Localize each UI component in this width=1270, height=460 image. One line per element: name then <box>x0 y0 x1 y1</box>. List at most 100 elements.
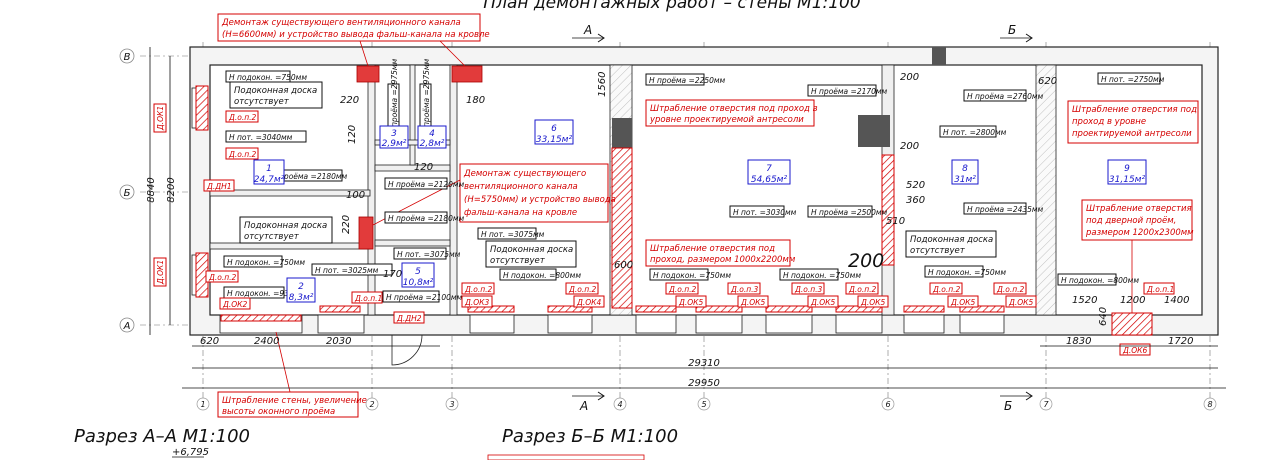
svg-text:Демонтаж существующего: Демонтаж существующего <box>463 169 586 179</box>
axis-letter-v: В <box>119 48 135 64</box>
svg-text:Н проёма =2120мм: Н проёма =2120мм <box>388 180 465 189</box>
svg-text:120: 120 <box>347 125 358 144</box>
height-tag: Н подокон. =930мм <box>223 286 305 299</box>
room-labels: 124,7м² 28,3м² 32,9м² 42,8м² 510,8м² 633… <box>253 119 1147 303</box>
svg-text:А: А <box>583 23 592 37</box>
svg-text:Н подокон. =750мм: Н подокон. =750мм <box>783 271 861 280</box>
svg-text:Д.ДН2: Д.ДН2 <box>396 314 422 323</box>
svg-text:200: 200 <box>900 141 919 152</box>
height-tag: Н проёма =2760мм <box>963 89 1044 102</box>
svg-text:54,65м²: 54,65м² <box>751 175 788 185</box>
height-tag: Н подокон. =750мм <box>649 268 731 281</box>
svg-text:Д.ОК2: Д.ОК2 <box>222 300 247 309</box>
svg-text:Д.о.п.1: Д.о.п.1 <box>354 294 382 303</box>
svg-text:180: 180 <box>466 95 485 106</box>
svg-text:Д.о.п.3: Д.о.п.3 <box>794 285 823 294</box>
tag: Д.ДН2 <box>393 311 425 324</box>
height-tag: Н проёма =2500мм <box>807 205 888 218</box>
svg-text:3: 3 <box>449 400 454 409</box>
tag: Д.о.п.2 <box>665 282 699 295</box>
svg-text:510: 510 <box>886 216 905 227</box>
svg-text:8: 8 <box>1207 400 1212 409</box>
height-tag: Н пот. =3025мм <box>311 263 393 276</box>
svg-text:1: 1 <box>266 164 272 174</box>
dimension-chains: 8840 8200 620 2400 2030 29310 29950 1830… <box>146 47 1226 389</box>
height-tag: Н пот. =3075мм <box>477 227 545 240</box>
note-shtrablenie-1: Штрабление отверстия под проход в уровне… <box>645 99 818 127</box>
axis-letter-a: А <box>119 317 135 333</box>
tag: Д.ОК2 <box>219 297 251 310</box>
svg-text:6: 6 <box>551 124 557 134</box>
svg-text:2,9м²: 2,9м² <box>382 139 407 149</box>
svg-text:Д.ОК5: Д.ОК5 <box>740 298 765 307</box>
height-tags: Н подокон. =750мм Н пот. =3040мм Н проём… <box>223 58 1165 303</box>
svg-text:31,15м²: 31,15м² <box>1109 175 1146 185</box>
tag: Д.ОК3 <box>461 295 493 308</box>
height-tag: Н пот. =2800мм <box>939 125 1007 138</box>
svg-text:Д.о.п.3: Д.о.п.3 <box>730 285 759 294</box>
sill-note-1: Подоконная доска отсутствует <box>229 81 323 109</box>
svg-text:Н подокон. =750мм: Н подокон. =750мм <box>653 271 731 280</box>
room-label: 42,8м² <box>417 125 447 149</box>
sill-note-3: Подоконная доска отсутствует <box>485 240 577 268</box>
svg-text:Д.ОК5: Д.ОК5 <box>810 298 835 307</box>
svg-text:А: А <box>579 399 588 413</box>
svg-text:Подоконная доска: Подоконная доска <box>234 86 317 96</box>
svg-text:Д.ОК5: Д.ОК5 <box>1008 298 1033 307</box>
svg-text:5: 5 <box>415 267 421 277</box>
tag: Д.ОК5 <box>675 295 707 308</box>
room-label: 32,9м² <box>379 125 409 149</box>
svg-text:размером 1200х2300мм: размером 1200х2300мм <box>1085 228 1194 238</box>
svg-text:Н пот. =3040мм: Н пот. =3040мм <box>229 133 293 142</box>
svg-text:170: 170 <box>383 269 402 280</box>
section-marker-a-top: А <box>572 23 605 43</box>
note-demontazh-1: Демонтаж существующего вентиляционного к… <box>217 13 490 67</box>
section-title-bb: Разрез Б–Б М1:100 <box>502 426 678 447</box>
svg-text:Д.о.п.2: Д.о.п.2 <box>208 273 237 282</box>
height-tag: Н пот. =3030мм <box>729 205 797 218</box>
tag: Д.о.п.1 <box>1143 282 1175 295</box>
svg-text:620: 620 <box>200 336 219 347</box>
svg-text:Д.ОК5: Д.ОК5 <box>860 298 885 307</box>
svg-text:8200: 8200 <box>166 177 177 202</box>
height-tag: Н проёма =2180мм <box>384 211 465 224</box>
svg-text:600: 600 <box>614 260 633 271</box>
svg-text:200: 200 <box>900 72 919 83</box>
svg-text:Н проёма =2180мм: Н проёма =2180мм <box>388 214 465 223</box>
svg-text:Н подокон. =750мм: Н подокон. =750мм <box>928 268 1006 277</box>
svg-text:Д.ОК1: Д.ОК1 <box>156 106 165 131</box>
svg-text:проход, размером 1000х2200мм: проход, размером 1000х2200мм <box>650 255 796 265</box>
svg-text:Д.о.п.2: Д.о.п.2 <box>464 285 493 294</box>
svg-text:1720: 1720 <box>1168 336 1193 347</box>
height-tag: Н пот. =3075мм <box>393 247 461 260</box>
svg-text:2: 2 <box>298 282 304 292</box>
svg-text:24,7м²: 24,7м² <box>254 175 285 185</box>
section-marker-a-bottom: А <box>572 391 605 413</box>
svg-text:1830: 1830 <box>1066 336 1091 347</box>
svg-text:Д.о.п.2: Д.о.п.2 <box>568 285 597 294</box>
svg-text:Д.о.п.2: Д.о.п.2 <box>228 113 257 122</box>
svg-text:8: 8 <box>962 164 968 174</box>
svg-text:проектируемой антресоли: проектируемой антресоли <box>1072 129 1192 139</box>
svg-text:Подоконная доска: Подоконная доска <box>244 221 327 231</box>
svg-text:Н проёма =2500мм: Н проёма =2500мм <box>811 208 888 217</box>
svg-text:Д.о.п.2: Д.о.п.2 <box>668 285 697 294</box>
svg-text:Б: Б <box>1008 23 1016 37</box>
svg-text:29950: 29950 <box>688 378 720 389</box>
svg-text:Д.о.п.1: Д.о.п.1 <box>1146 285 1174 294</box>
svg-text:10,8м²: 10,8м² <box>403 278 434 288</box>
svg-text:4: 4 <box>429 129 435 139</box>
svg-text:220: 220 <box>341 215 352 234</box>
svg-text:Штрабление отверстия под прохо: Штрабление отверстия под проход в <box>650 104 818 114</box>
tag: Д.о.п.3 <box>791 282 825 295</box>
svg-text:Н подокон. =750мм: Н подокон. =750мм <box>229 73 307 82</box>
height-tag: Н проёма =2250мм <box>645 73 726 86</box>
tag: Д.ОК5 <box>857 295 889 308</box>
svg-text:Д.ДН1: Д.ДН1 <box>206 182 232 191</box>
svg-text:Д.ОК5: Д.ОК5 <box>678 298 703 307</box>
svg-text:Н подокон. =930мм: Н подокон. =930мм <box>227 289 305 298</box>
svg-text:Б: Б <box>1004 399 1012 413</box>
svg-text:под дверной проём,: под дверной проём, <box>1086 216 1176 226</box>
tag: Д.о.п.3 <box>727 282 761 295</box>
